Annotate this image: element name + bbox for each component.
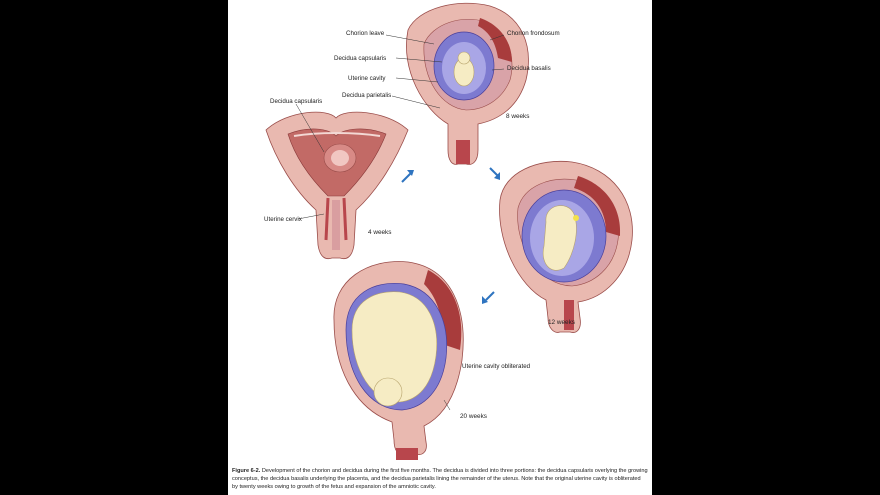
label-uterine-cervix: Uterine cervix (264, 216, 303, 223)
label-uterine-cavity: Uterine cavity (348, 75, 386, 82)
caption-text: Development of the chorion and decidua d… (232, 468, 648, 490)
figure-illustration: Chorion leave Chorion frondosum Decidua … (264, 2, 633, 460)
figure-page: Chorion leave Chorion frondosum Decidua … (228, 0, 652, 495)
uterus-8-weeks (406, 2, 529, 165)
label-decidua-basalis: Decidua basalis (507, 65, 551, 72)
caption-label: Figure 6-2. (232, 468, 261, 474)
uterus-12-weeks (499, 160, 633, 333)
stage-label-20-weeks: 20 weeks (460, 413, 487, 420)
label-chorion-frondosum: Chorion frondosum (507, 30, 560, 37)
leader-lines (295, 34, 505, 411)
label-decidua-capsularis-left: Decidua capsularis (270, 98, 322, 105)
stage-labels: 4 weeks 8 weeks 12 weeks 20 weeks (368, 113, 575, 420)
label-uterine-cavity-obliterated: Uterine cavity obliterated (462, 363, 531, 370)
label-decidua-capsularis: Decidua capsularis (334, 55, 386, 62)
stage-arrows (401, 167, 500, 304)
figure-caption: Figure 6-2. Development of the chorion a… (232, 467, 648, 491)
label-decidua-parietalis: Decidua parietalis (342, 92, 391, 99)
anatomical-labels: Chorion leave Chorion frondosum Decidua … (264, 30, 560, 370)
stage-label-4-weeks: 4 weeks (368, 229, 391, 236)
label-chorion-leave: Chorion leave (346, 30, 385, 37)
uterus-4-weeks (265, 111, 409, 260)
stage-label-8-weeks: 8 weeks (506, 113, 529, 120)
stage-label-12-weeks: 12 weeks (548, 319, 575, 326)
uterus-20-weeks (333, 261, 464, 460)
